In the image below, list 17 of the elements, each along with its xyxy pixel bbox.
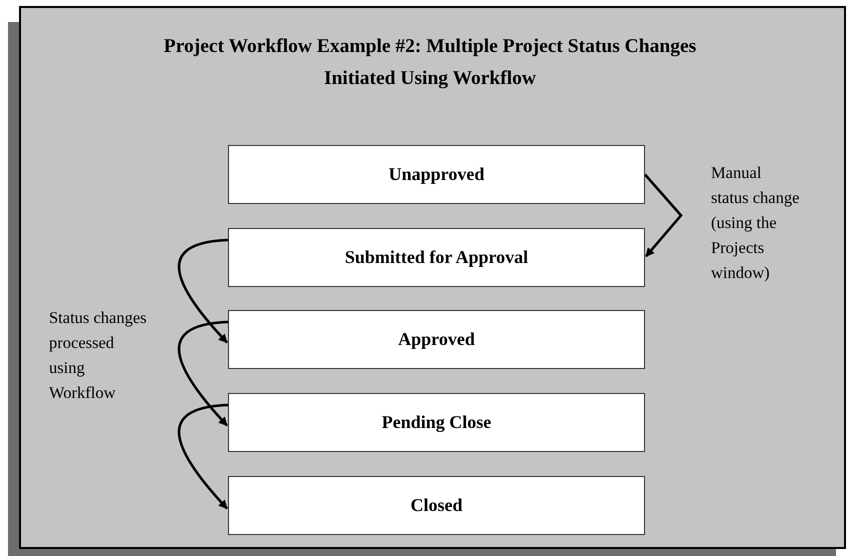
status-label: Closed	[410, 495, 462, 516]
annotation-text: Status changes processed using Workflow	[49, 307, 148, 404]
status-label: Submitted for Approval	[344, 247, 528, 268]
arrow	[178, 404, 228, 510]
status-box	[228, 393, 645, 452]
diagram-title: Project Workflow Example #2: Multiple Project Status Changes Initiated Using Workflow	[162, 35, 698, 91]
status-box	[228, 228, 645, 287]
status-box	[228, 476, 645, 535]
arrow	[178, 320, 228, 426]
status-box	[228, 145, 645, 204]
status-label: Approved	[398, 329, 475, 350]
status-label: Pending Close	[382, 412, 492, 433]
status-label: Unapproved	[388, 164, 484, 185]
arrow	[644, 174, 683, 258]
annotation-text: Manual status change (using the Projects window)	[711, 162, 800, 284]
arrow	[178, 238, 228, 344]
status-box	[228, 310, 645, 369]
